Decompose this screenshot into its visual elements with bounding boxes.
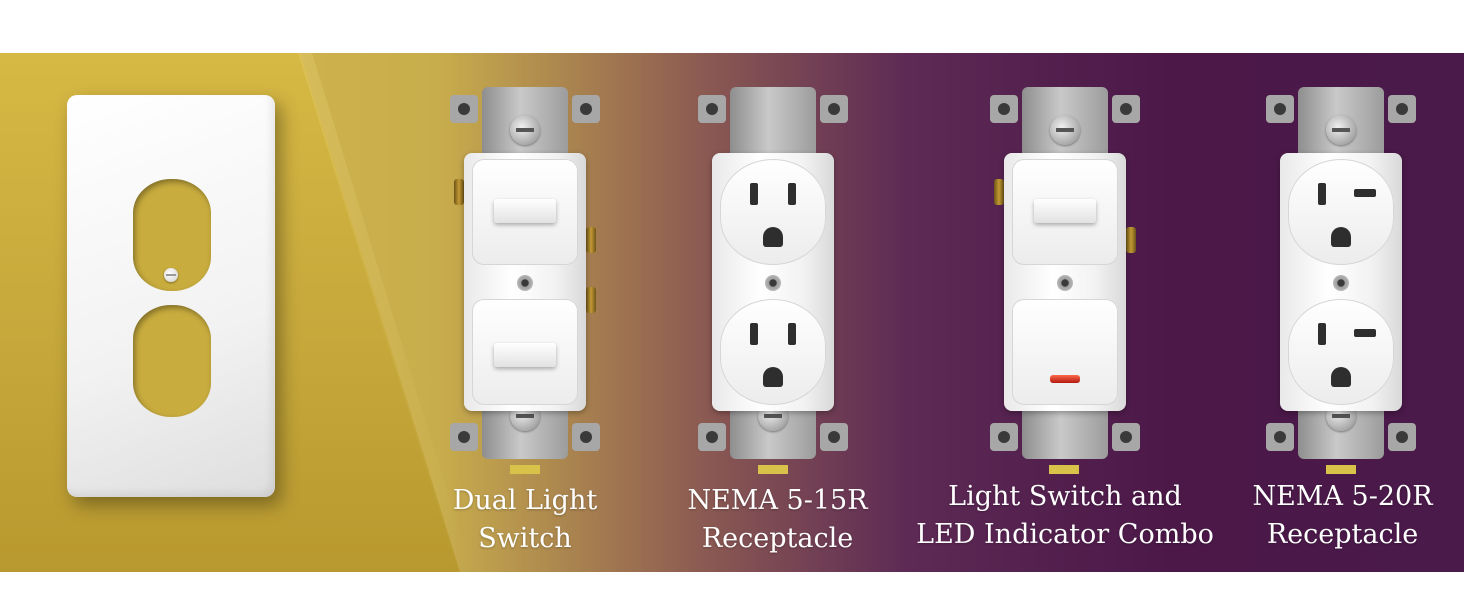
lower-outlet-face xyxy=(720,299,826,405)
upper-switch-face xyxy=(472,159,578,265)
mounting-ear xyxy=(698,423,726,451)
mounting-ear xyxy=(1388,95,1416,123)
device-body xyxy=(1004,153,1126,411)
device-body xyxy=(712,153,834,411)
device-body xyxy=(464,153,586,411)
mounting-ear xyxy=(572,423,600,451)
brass-terminal xyxy=(454,179,464,205)
accent-bar xyxy=(1326,465,1356,474)
outlet-slot xyxy=(788,183,796,205)
label-line: NEMA 5-20R xyxy=(1252,481,1433,512)
center-screw-icon xyxy=(1057,275,1073,291)
outlet-slot xyxy=(788,323,796,345)
ground-hole xyxy=(1331,227,1351,247)
switch-face xyxy=(1012,159,1118,265)
label-line: Light Switch and xyxy=(948,481,1182,512)
upper-toggle xyxy=(494,199,556,223)
accent-bar xyxy=(758,465,788,474)
outlet-t-slot xyxy=(1354,189,1376,197)
outlet-slot xyxy=(1318,183,1326,205)
brass-terminal xyxy=(1126,227,1136,253)
product-label-switch-led-combo: Light Switch and LED Indicator Combo xyxy=(905,478,1225,554)
center-screw-icon xyxy=(517,275,533,291)
mounting-ear xyxy=(1266,423,1294,451)
ground-screw-icon xyxy=(510,115,540,145)
ground-hole xyxy=(763,367,783,387)
upper-outlet-face xyxy=(720,159,826,265)
plate-screw-icon xyxy=(164,268,178,282)
device-body xyxy=(1280,153,1402,411)
mounting-ear xyxy=(1266,95,1294,123)
lower-outlet-face xyxy=(1288,299,1394,405)
mounting-ear xyxy=(1112,95,1140,123)
plate-lower-opening xyxy=(133,305,211,417)
brass-terminal xyxy=(586,287,596,313)
switch-toggle xyxy=(1034,199,1096,223)
lower-switch-face xyxy=(472,299,578,405)
nema-5-20r-receptacle-image xyxy=(1266,87,1416,459)
mounting-ear xyxy=(698,95,726,123)
ground-screw-icon xyxy=(1326,115,1356,145)
duplex-wall-plate-image xyxy=(67,95,275,497)
dual-light-switch-image xyxy=(450,87,600,459)
ground-screw-icon xyxy=(1050,115,1080,145)
product-banner: Dual Light Switch NEMA 5-15R Receptacle … xyxy=(0,53,1464,572)
label-line: NEMA 5-15R xyxy=(687,485,868,516)
mounting-ear xyxy=(450,95,478,123)
brass-terminal xyxy=(586,227,596,253)
ground-hole xyxy=(763,227,783,247)
product-label-dual-light-switch: Dual Light Switch xyxy=(405,482,645,558)
outlet-t-slot xyxy=(1354,329,1376,337)
mounting-ear xyxy=(820,95,848,123)
light-switch-led-combo-image xyxy=(990,87,1140,459)
outlet-slot xyxy=(750,183,758,205)
center-screw-icon xyxy=(1333,275,1349,291)
label-line: Receptacle xyxy=(701,523,854,554)
mounting-ear xyxy=(990,95,1018,123)
label-line: Receptacle xyxy=(1266,519,1419,550)
lower-toggle xyxy=(494,343,556,367)
upper-outlet-face xyxy=(1288,159,1394,265)
label-line: LED Indicator Combo xyxy=(916,519,1214,550)
mounting-ear xyxy=(1112,423,1140,451)
product-label-nema-5-20r: NEMA 5-20R Receptacle xyxy=(1225,478,1460,554)
center-screw-icon xyxy=(765,275,781,291)
nema-5-15r-receptacle-image xyxy=(698,87,848,459)
brass-terminal xyxy=(994,179,1004,205)
ground-hole xyxy=(1331,367,1351,387)
led-indicator-icon xyxy=(1050,375,1080,383)
mounting-ear xyxy=(450,423,478,451)
label-line: Dual Light xyxy=(452,485,598,516)
accent-bar xyxy=(510,465,540,474)
mounting-ear xyxy=(990,423,1018,451)
mounting-ear xyxy=(572,95,600,123)
mounting-ear xyxy=(1388,423,1416,451)
accent-bar xyxy=(1049,465,1079,474)
label-line: Switch xyxy=(478,523,572,554)
outlet-slot xyxy=(750,323,758,345)
product-label-nema-5-15r: NEMA 5-15R Receptacle xyxy=(655,482,900,558)
outlet-slot xyxy=(1318,323,1326,345)
mounting-ear xyxy=(820,423,848,451)
led-indicator-face xyxy=(1012,299,1118,405)
